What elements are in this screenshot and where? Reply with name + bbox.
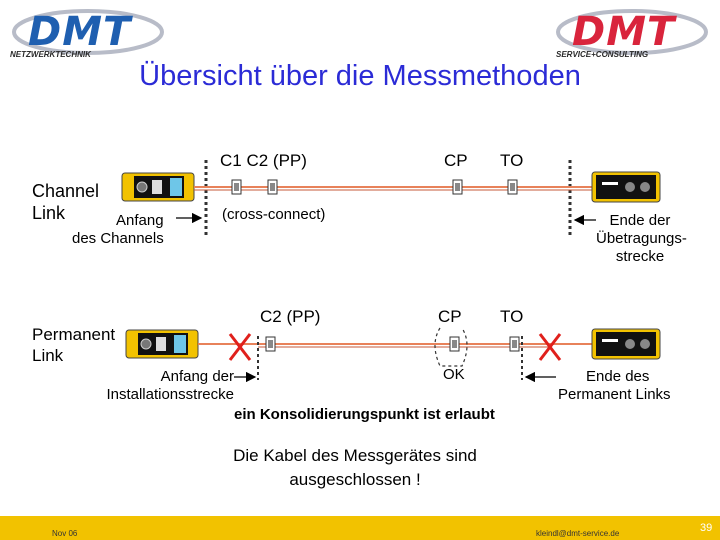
page-title: Übersicht über die Messmethoden — [139, 60, 581, 92]
logo-swoosh-left — [12, 9, 164, 55]
permanent-heading-line1: Permanent — [32, 325, 116, 344]
dmt-logo-left: DMT NETZWERKTECHNIK — [6, 8, 166, 60]
logo-subtitle-left: NETZWERKTECHNIK — [10, 50, 91, 59]
connector-c1 — [231, 179, 242, 195]
permanent-link-row — [125, 327, 661, 383]
permanent-end-line2: Permanent Links — [558, 386, 671, 403]
exclusion-note-line2: ausgeschlossen ! — [289, 470, 421, 489]
consolidation-note: ein Konsolidierungspunkt ist erlaubt — [234, 406, 495, 423]
channel-end-line2: Übetragungs- — [596, 230, 687, 247]
channel-heading-line2: Link — [32, 203, 66, 223]
logo-subtitle-right: SERVICE+CONSULTING — [556, 50, 649, 59]
permanent-start-line1: Anfang der — [160, 368, 234, 385]
footer-page-number: 39 — [700, 522, 713, 534]
dmt-logo-right: DMT SERVICE+CONSULTING — [550, 8, 710, 60]
permanent-end-line1: Ende des — [586, 368, 650, 385]
permanent-start-line2: Installationsstrecke — [106, 386, 234, 403]
remote-right-permanent — [591, 328, 661, 360]
footer-date: Nov 06 — [52, 529, 78, 538]
channel-start-line1: Anfang — [116, 212, 164, 229]
cp-optional-loop — [434, 327, 468, 367]
channel-link-row — [121, 160, 661, 238]
channel-end-line3: strecke — [615, 248, 665, 265]
remote-right-channel — [591, 171, 661, 203]
cross-connect-label: (cross-connect) — [222, 206, 326, 223]
permanent-heading-line2: Link — [32, 346, 64, 365]
channel-end-label: Ende der Übetragungs- strecke — [596, 212, 687, 266]
logo-brand-right: DMT — [572, 9, 676, 55]
footer-email: kleindl@dmt-service.de — [536, 529, 620, 538]
label-to: TO — [500, 151, 524, 170]
connector-c2-permanent — [265, 336, 276, 352]
connector-cp — [452, 179, 463, 195]
measurement-diagram — [121, 160, 661, 383]
tester-left-channel — [121, 172, 195, 202]
permanent-start-label: Anfang der Installationsstrecke — [60, 368, 234, 404]
footer-bar: Nov 06 kleindl@dmt-service.de 39 — [0, 516, 720, 540]
label-c2-permanent: C2 (PP) — [260, 307, 321, 326]
connector-cp-permanent — [449, 336, 460, 352]
connector-to — [507, 179, 518, 195]
logo-swoosh-right — [556, 9, 708, 55]
ok-label: OK — [443, 366, 465, 383]
excluded-cross-left — [228, 333, 252, 361]
exclusion-note: Die Kabel des Messgerätes sind ausgeschl… — [150, 444, 560, 492]
channel-end-line1: Ende der — [609, 212, 671, 229]
connector-c2 — [267, 179, 278, 195]
label-c1-c2: C1 C2 (PP) — [220, 151, 307, 170]
permanent-heading: Permanent Link — [32, 324, 115, 366]
channel-heading: Channel Link — [32, 180, 99, 224]
channel-heading-line1: Channel — [32, 181, 100, 201]
channel-start-line2: des Channels — [72, 230, 164, 247]
label-to-permanent: TO — [500, 307, 524, 326]
label-cp-permanent: CP — [438, 307, 462, 326]
connector-to-permanent — [509, 336, 520, 352]
tester-left-permanent — [125, 329, 199, 359]
exclusion-note-line1: Die Kabel des Messgerätes sind — [233, 446, 477, 465]
permanent-end-label: Ende des Permanent Links — [558, 368, 671, 404]
logo-brand-left: DMT — [28, 9, 132, 55]
label-cp: CP — [444, 151, 468, 170]
excluded-cross-right — [538, 333, 562, 361]
